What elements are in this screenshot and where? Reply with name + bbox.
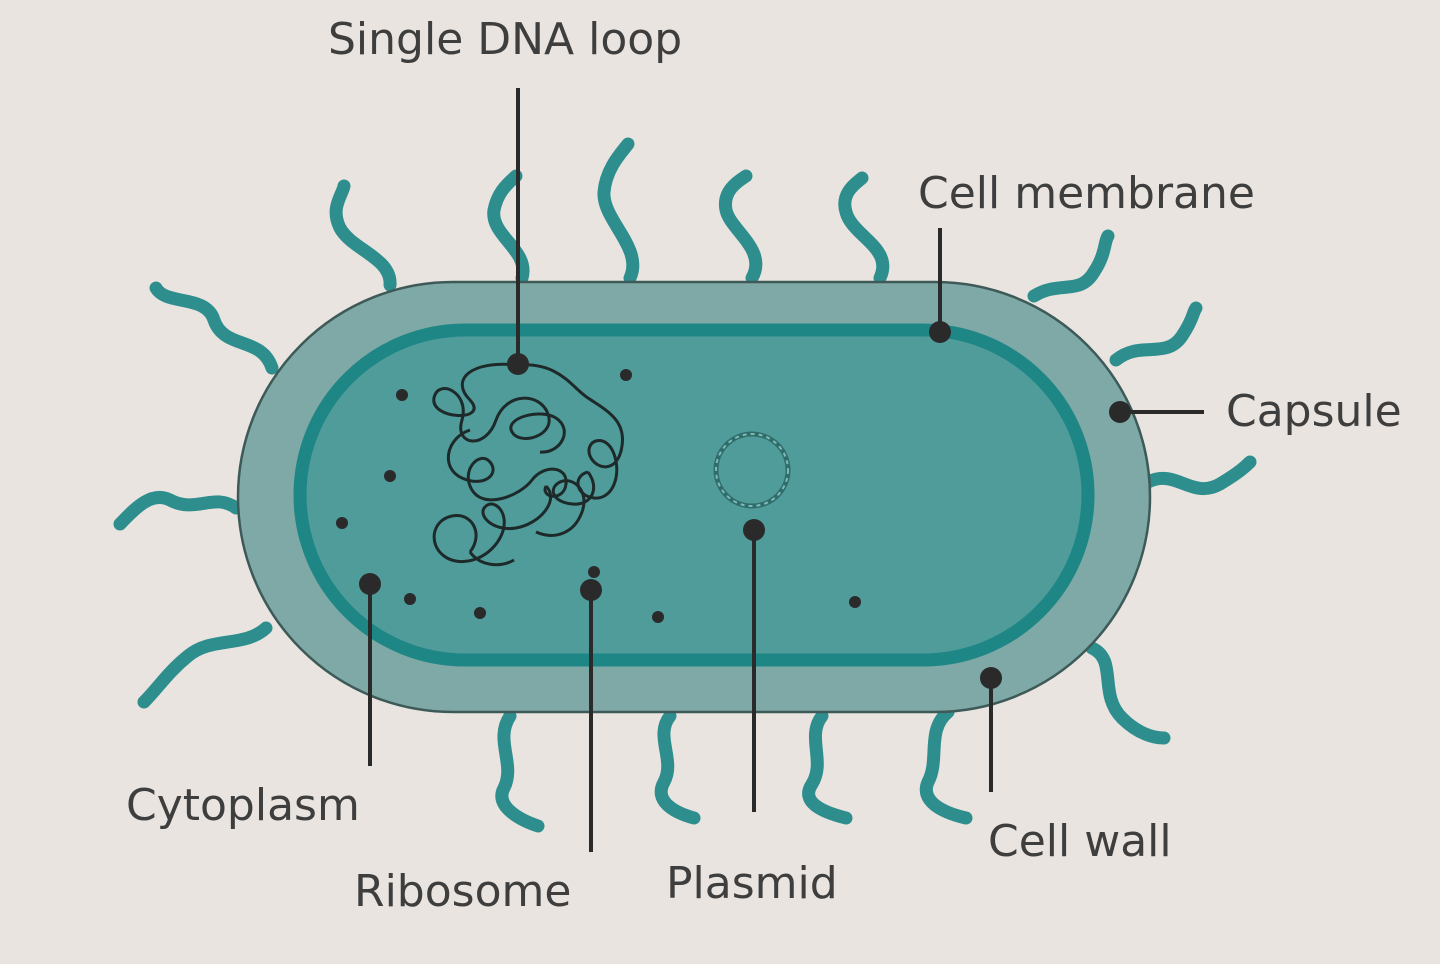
label-single-dna-loop: Single DNA loop — [328, 14, 682, 65]
ribosome-dot — [849, 596, 861, 608]
pilus — [838, 171, 890, 285]
pointer-dna-loop — [507, 353, 529, 375]
pilus — [597, 137, 640, 285]
ribosomes — [336, 369, 861, 623]
pointer-cytoplasm — [359, 573, 381, 595]
pilus — [919, 705, 973, 825]
pointer-plasmid — [743, 519, 765, 541]
label-ribosome: Ribosome — [354, 866, 571, 917]
pointer-capsule — [1109, 401, 1131, 423]
ribosome-dot — [404, 593, 416, 605]
pointer-ribosome — [580, 579, 602, 601]
ribosome-dot — [384, 470, 396, 482]
pointer-cell-membrane — [929, 321, 951, 343]
cell-membrane — [293, 323, 1095, 667]
label-cell-membrane: Cell membrane — [918, 168, 1255, 219]
ribosome-dot — [474, 607, 486, 619]
pilus — [113, 491, 243, 531]
pilus — [802, 709, 853, 825]
pilus — [1027, 229, 1115, 303]
dna-loop — [432, 362, 624, 567]
pilus — [149, 281, 279, 375]
pilus — [718, 169, 763, 285]
label-plasmid: Plasmid — [666, 858, 838, 909]
pilus — [495, 709, 545, 833]
leader-lines — [359, 88, 1204, 852]
pilus — [654, 709, 701, 825]
ribosome-dot — [396, 389, 408, 401]
ribosome-dot — [588, 566, 600, 578]
plasmid-detail — [715, 433, 789, 507]
ribosome-dot — [336, 517, 348, 529]
label-cell-wall: Cell wall — [988, 816, 1172, 867]
pilus — [1109, 301, 1203, 367]
pilus — [329, 179, 397, 292]
ribosome-dot — [652, 611, 664, 623]
pilus — [1085, 641, 1171, 745]
pilus — [1141, 455, 1257, 496]
ribosome-dot — [620, 369, 632, 381]
pilus — [137, 621, 273, 709]
label-capsule: Capsule — [1226, 386, 1402, 437]
pointer-cell-wall — [980, 667, 1002, 689]
label-cytoplasm: Cytoplasm — [126, 780, 360, 831]
pili — [113, 137, 1257, 833]
